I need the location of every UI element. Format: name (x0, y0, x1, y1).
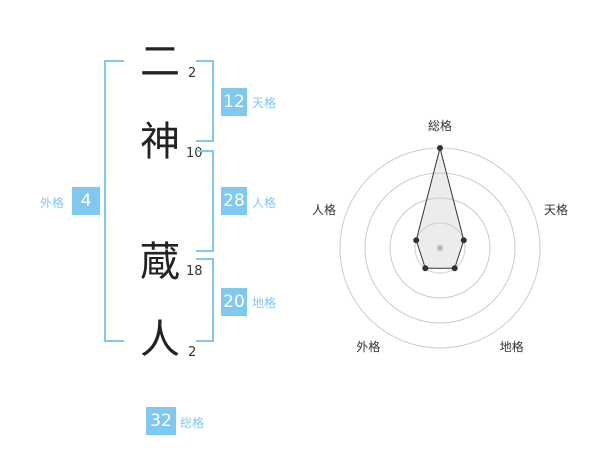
radar-ring-4 (339, 147, 541, 349)
radar-point-人格 (413, 237, 420, 244)
name-char-4: 人 (140, 317, 180, 363)
radar-axis-label: 外格 (356, 339, 381, 354)
stroke-count-1: 2 (188, 66, 197, 81)
chikaku-label: 地格 (252, 296, 277, 310)
radar-series-area (415, 147, 465, 269)
stroke-count-3: 18 (186, 264, 203, 279)
tenkaku-value: 12 (221, 88, 247, 116)
radar-axis-label: 地格 (499, 339, 524, 354)
name-char-1: 二 (140, 39, 180, 85)
chikaku-bracket (196, 258, 214, 342)
radar-axis-label: 天格 (544, 203, 569, 218)
name-char-3: 蔵 (140, 239, 180, 285)
radar-point-天格 (460, 237, 467, 244)
radar-ring-3 (364, 172, 516, 324)
radar-center (437, 245, 443, 251)
soukaku-label: 総格 (180, 416, 205, 430)
gaikaku-label: 外格 (40, 196, 65, 210)
radar-point-外格 (422, 265, 429, 272)
jinkaku-value: 28 (221, 187, 247, 215)
soukaku-value: 32 (146, 407, 176, 435)
radar-axis-label: 人格 (311, 203, 336, 218)
name-char-2: 神 (140, 119, 180, 165)
radar-axis-label: 総格 (427, 119, 453, 133)
tenkaku-bracket (196, 60, 214, 142)
radar-point-総格 (437, 145, 443, 151)
jinkaku-label: 人格 (252, 196, 277, 210)
tenkaku-label: 天格 (252, 96, 277, 110)
radar-point-地格 (451, 265, 458, 272)
gaikaku-value: 4 (72, 187, 100, 215)
radar-ring-2 (389, 197, 491, 299)
gaikaku-bracket (104, 60, 124, 342)
radar-ring-1 (414, 222, 466, 274)
jinkaku-bracket (196, 150, 214, 252)
chikaku-value: 20 (221, 288, 247, 316)
stroke-count-4: 2 (188, 345, 197, 360)
